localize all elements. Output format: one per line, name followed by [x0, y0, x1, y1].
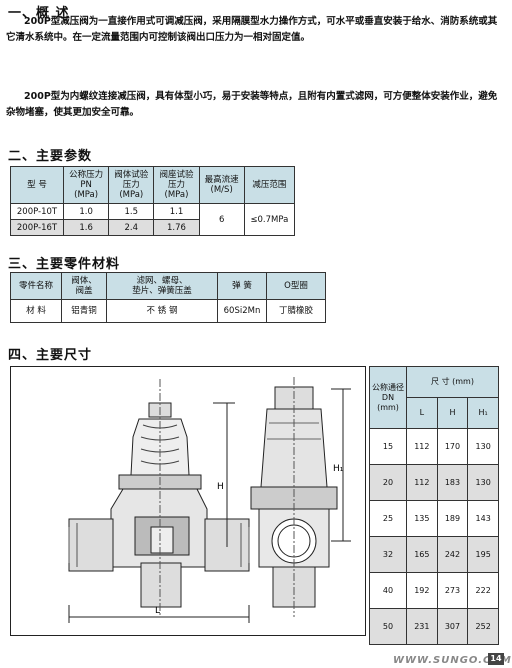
param-header-max-flow: 最高流速 (M/S): [198, 166, 245, 204]
dim-header-h1: H₁: [467, 397, 499, 429]
mat-header-oring: O型圈: [266, 272, 326, 300]
dim-dn: 32: [369, 536, 407, 573]
param-max-flow: 6: [198, 203, 245, 236]
dim-h1: 143: [467, 500, 499, 537]
mat-strainer-material: 不 锈 钢: [106, 299, 218, 323]
dim-header-size: 尺 寸 (mm): [406, 366, 499, 398]
mat-row-label: 材 料: [10, 299, 62, 323]
table-row: 25 135 189 143: [369, 500, 499, 537]
dim-header-l: L: [406, 397, 438, 429]
param-row2-model: 200P-16T: [10, 219, 64, 236]
dim-label-h: H: [217, 482, 224, 492]
dim-dn: 50: [369, 608, 407, 645]
table-row: 50 231 307 252: [369, 608, 499, 645]
dim-h: 189: [436, 500, 469, 537]
table-row: 20 112 183 130: [369, 464, 499, 501]
table-row: 40 192 273 222: [369, 572, 499, 609]
param-pressure-range: ≤0.7MPa: [243, 203, 296, 236]
dim-label-l: L: [155, 606, 160, 616]
param-row1-seat: 1.1: [153, 203, 200, 220]
dim-l: 112: [406, 464, 438, 501]
dim-header-h: H: [436, 397, 469, 429]
param-header-body-test: 阀体试验 压力 (MPa): [108, 166, 155, 204]
mat-header-strainer: 滤网、螺母、 垫片、弹簧压盖: [106, 272, 218, 300]
section-title-dimensions: 四、主要尺寸: [8, 348, 93, 363]
dim-header-dn: 公称通径 DN (mm): [369, 366, 407, 429]
overview-paragraph-1: 200P型减压阀为一直接作用式可调减压阀，采用隔膜型水力操作方式，可水平或垂直安…: [6, 16, 498, 43]
dim-dn: 25: [369, 500, 407, 537]
dim-h1: 130: [467, 428, 499, 465]
section-title-materials: 三、主要零件材料: [8, 257, 121, 272]
mat-body-material: 铝青铜: [61, 299, 107, 323]
param-header-model: 型 号: [10, 166, 64, 204]
section-title-overview: 一、概 述: [8, 6, 70, 21]
dim-h1: 222: [467, 572, 499, 609]
dimension-drawing: H H₁ L: [10, 366, 366, 636]
dim-dn: 20: [369, 464, 407, 501]
dim-h: 242: [436, 536, 469, 573]
dim-h: 273: [436, 572, 469, 609]
section-title-parameters: 二、主要参数: [8, 149, 93, 164]
param-row2-body: 2.4: [108, 219, 155, 236]
mat-oring-material: 丁腈橡胶: [266, 299, 326, 323]
dim-l: 112: [406, 428, 438, 465]
mat-header-body: 阀体、 阀盖: [61, 272, 107, 300]
dim-l: 192: [406, 572, 438, 609]
dim-l: 165: [406, 536, 438, 573]
mat-spring-material: 60Si2Mn: [217, 299, 267, 323]
param-row1-model: 200P-10T: [10, 203, 64, 220]
mat-header-part: 零件名称: [10, 272, 62, 300]
dim-h1: 195: [467, 536, 499, 573]
materials-table: 零件名称 阀体、 阀盖 滤网、螺母、 垫片、弹簧压盖 弹 簧 O型圈 材 料 铝…: [10, 272, 326, 323]
dim-dn: 15: [369, 428, 407, 465]
mat-header-spring: 弹 簧: [217, 272, 267, 300]
overview-paragraph-2: 200P型为内螺纹连接减压阀，具有体型小巧，易于安装等特点，且附有内置式滤网，可…: [6, 91, 498, 118]
dim-h: 183: [436, 464, 469, 501]
param-header-seat-test: 阀座试验 压力 (MPa): [153, 166, 200, 204]
table-row: 15 112 170 130: [369, 428, 499, 465]
page-number: 14: [488, 653, 504, 665]
dim-label-h1: H₁: [333, 464, 344, 474]
param-row1-body: 1.5: [108, 203, 155, 220]
param-row2-seat: 1.76: [153, 219, 200, 236]
table-row: 32 165 242 195: [369, 536, 499, 573]
param-row2-pn: 1.6: [62, 219, 110, 236]
parameters-table: 型 号 公称压力 PN (MPa) 阀体试验 压力 (MPa) 阀座试验 压力 …: [10, 166, 296, 236]
valve-drawing: H H₁ L: [68, 377, 351, 623]
dim-h: 307: [436, 608, 469, 645]
param-row1-pn: 1.0: [62, 203, 110, 220]
dim-l: 231: [406, 608, 438, 645]
watermark: WWW.SUNGO.COM.CN: [393, 655, 512, 666]
param-header-pn: 公称压力 PN (MPa): [62, 166, 110, 204]
dim-h1: 130: [467, 464, 499, 501]
param-header-range: 减压范围: [243, 166, 296, 204]
dim-l: 135: [406, 500, 438, 537]
dim-h: 170: [436, 428, 469, 465]
dimensions-table: 公称通径 DN (mm) 尺 寸 (mm) L H H₁ 15 112 170 …: [369, 366, 499, 645]
dim-h1: 252: [467, 608, 499, 645]
dim-dn: 40: [369, 572, 407, 609]
